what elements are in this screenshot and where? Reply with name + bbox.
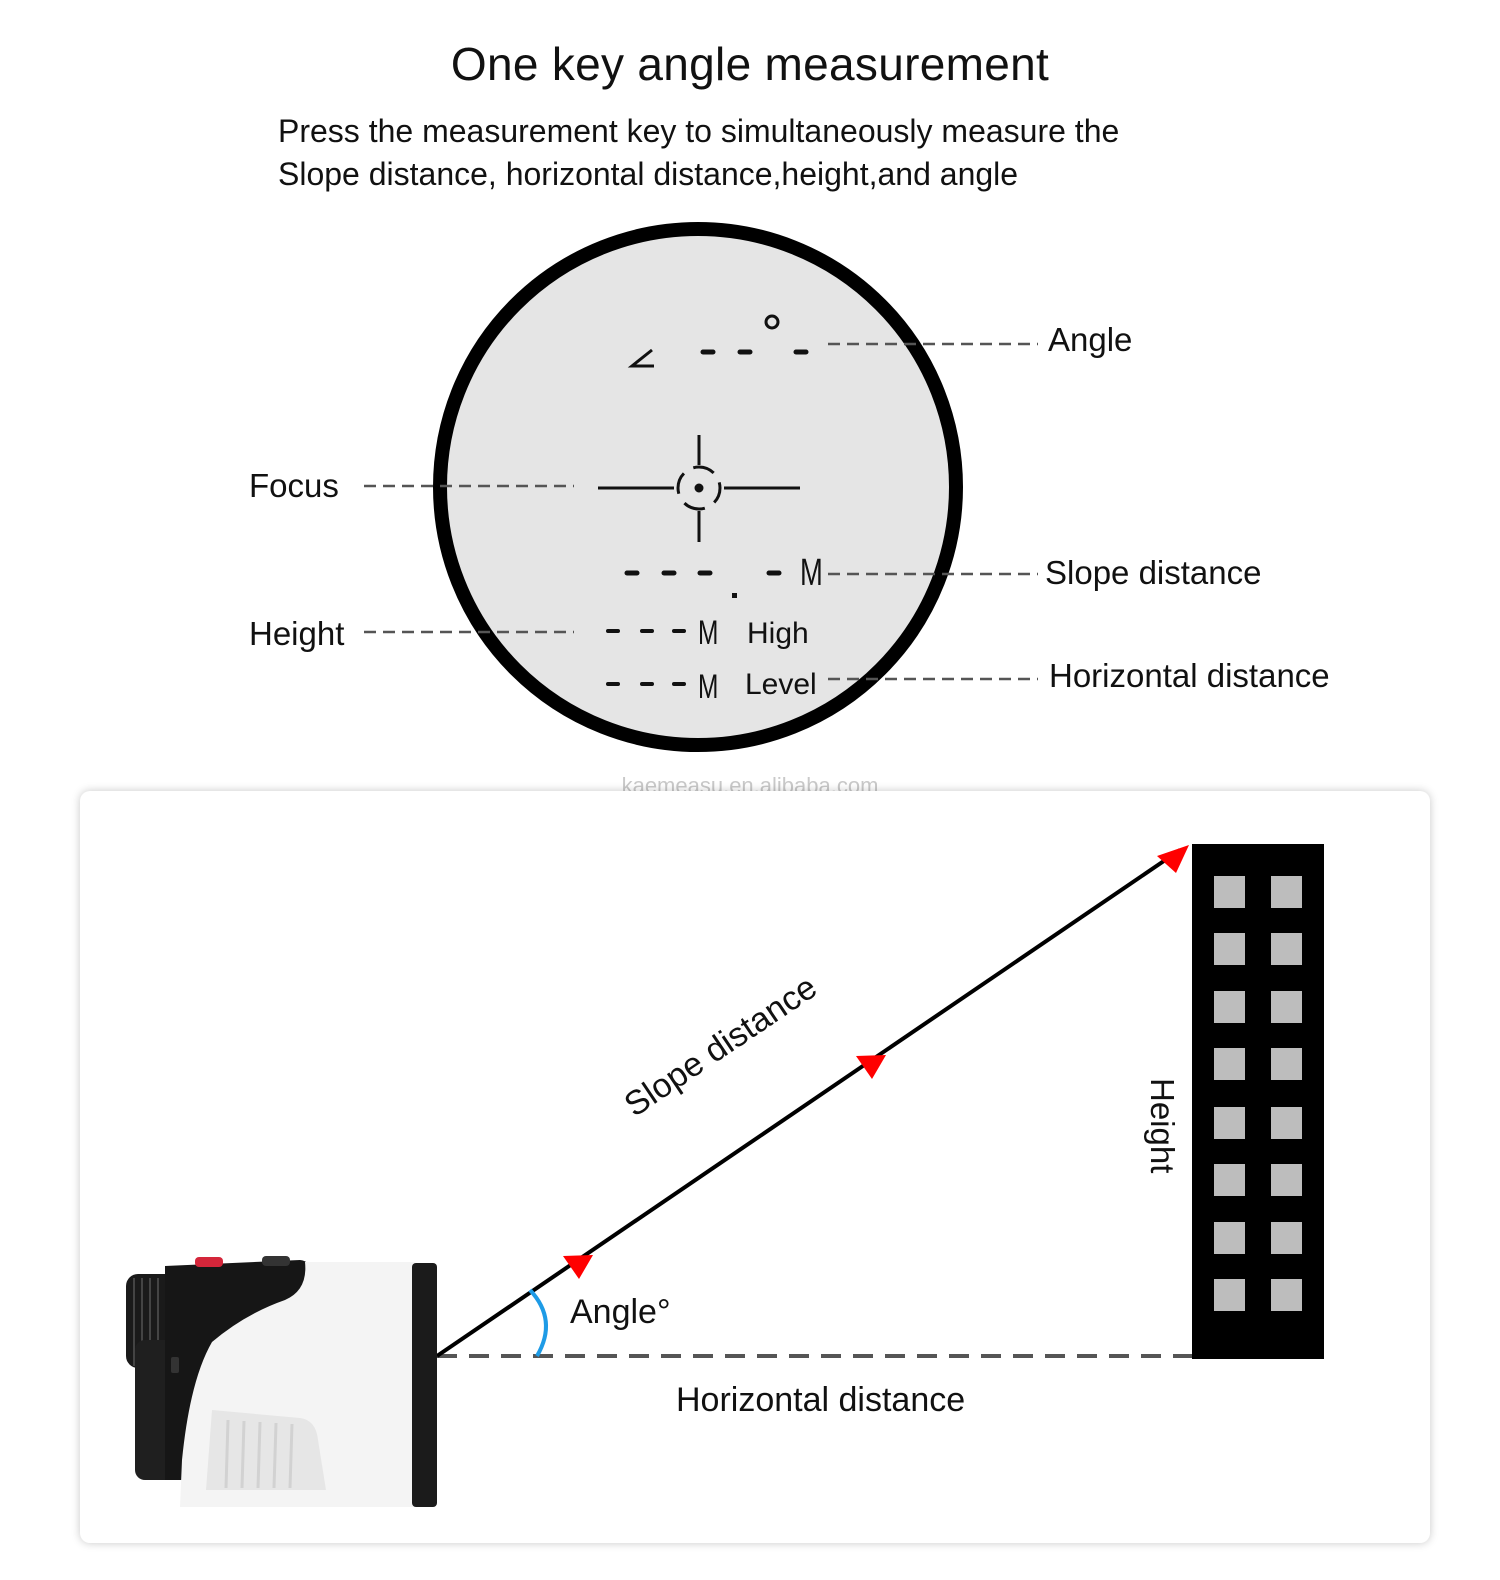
horizontal-distance-label: Horizontal distance bbox=[676, 1381, 966, 1419]
angle-label: Angle° bbox=[570, 1293, 671, 1331]
page-title: One key angle measurement bbox=[450, 38, 1050, 90]
height-callout: Height bbox=[249, 615, 345, 652]
horizontal-distance-callout: Horizontal distance bbox=[1049, 657, 1330, 694]
level-unit: M bbox=[698, 668, 719, 706]
slope-distance-callout: Slope distance bbox=[1045, 554, 1262, 591]
page-subtitle: Press the measurement key to simultaneou… bbox=[278, 110, 1278, 196]
focus-callout: Focus bbox=[249, 467, 339, 504]
high-label: High bbox=[747, 617, 809, 650]
angle-symbol-icon bbox=[627, 348, 654, 368]
slope-unit: M bbox=[800, 552, 823, 594]
height-unit: M bbox=[698, 614, 719, 652]
viewfinder-diagram bbox=[364, 222, 1038, 752]
angle-callout: Angle bbox=[1048, 321, 1133, 358]
scene-card bbox=[80, 791, 1430, 1543]
height-label: Height bbox=[1144, 1078, 1181, 1174]
subtitle-line-2: Slope distance, horizontal distance,heig… bbox=[278, 156, 1019, 192]
decimal-point bbox=[732, 593, 737, 598]
crosshair-icon bbox=[598, 435, 800, 542]
level-label: Level bbox=[745, 668, 817, 701]
subtitle-line-1: Press the measurement key to simultaneou… bbox=[278, 113, 1120, 149]
degree-symbol-icon bbox=[764, 314, 780, 330]
